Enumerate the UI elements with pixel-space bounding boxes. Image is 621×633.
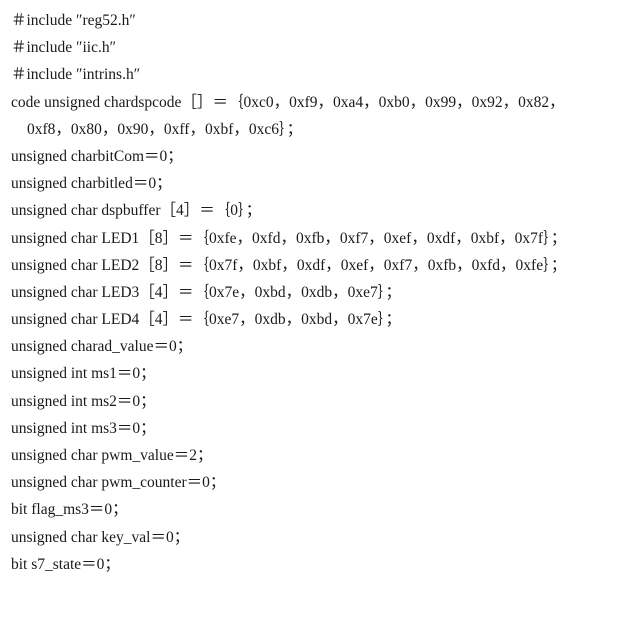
ms1-declaration: unsigned int ms1＝0； bbox=[11, 365, 156, 383]
dspbuffer-declaration: unsigned char dspbuffer［4］＝｛0｝； bbox=[11, 202, 262, 220]
bitcom-declaration: unsigned charbitCom＝0； bbox=[11, 147, 183, 165]
ms2-declaration: unsigned int ms2＝0； bbox=[11, 392, 156, 410]
pwm-counter-declaration: unsigned char pwm_counter＝0； bbox=[11, 474, 226, 492]
code-listing: ＃include ″reg52.h″ ＃include ″iic.h″ ＃inc… bbox=[11, 7, 617, 578]
key-val-declaration: unsigned char key_val＝0； bbox=[11, 528, 190, 546]
led4-array-declaration: unsigned char LED4［4］＝｛0xe7，0xdb，0xbd，0x… bbox=[11, 311, 402, 329]
led1-array-declaration: unsigned char LED1［8］＝｛0xfe，0xfd，0xfb，0x… bbox=[11, 229, 567, 247]
segment-code-table-continuation: 0xf8，0x80，0x90，0xff，0xbf，0xc6｝； bbox=[27, 120, 303, 138]
include-iic-line: ＃include ″iic.h″ bbox=[11, 39, 117, 57]
ms3-declaration: unsigned int ms3＝0； bbox=[11, 419, 156, 437]
segment-code-table-line: code unsigned chardspcode［］＝｛0xc0，0xf9，0… bbox=[11, 93, 565, 111]
led3-array-declaration: unsigned char LED3［4］＝｛0x7e，0xbd，0xdb，0x… bbox=[11, 283, 402, 301]
ad-value-declaration: unsigned charad_value＝0； bbox=[11, 338, 193, 356]
bitled-declaration: unsigned charbitled＝0； bbox=[11, 175, 172, 193]
include-intrins-line: ＃include ″intrins.h″ bbox=[11, 66, 141, 84]
led2-array-declaration: unsigned char LED2［8］＝｛0x7f，0xbf，0xdf，0x… bbox=[11, 256, 567, 274]
pwm-value-declaration: unsigned char pwm_value＝2； bbox=[11, 447, 213, 464]
s7-state-declaration: bit s7_state＝0； bbox=[11, 555, 120, 573]
flag-ms3-declaration: bit flag_ms3＝0； bbox=[11, 501, 128, 519]
include-reg52-line: ＃include ″reg52.h″ bbox=[11, 12, 136, 29]
